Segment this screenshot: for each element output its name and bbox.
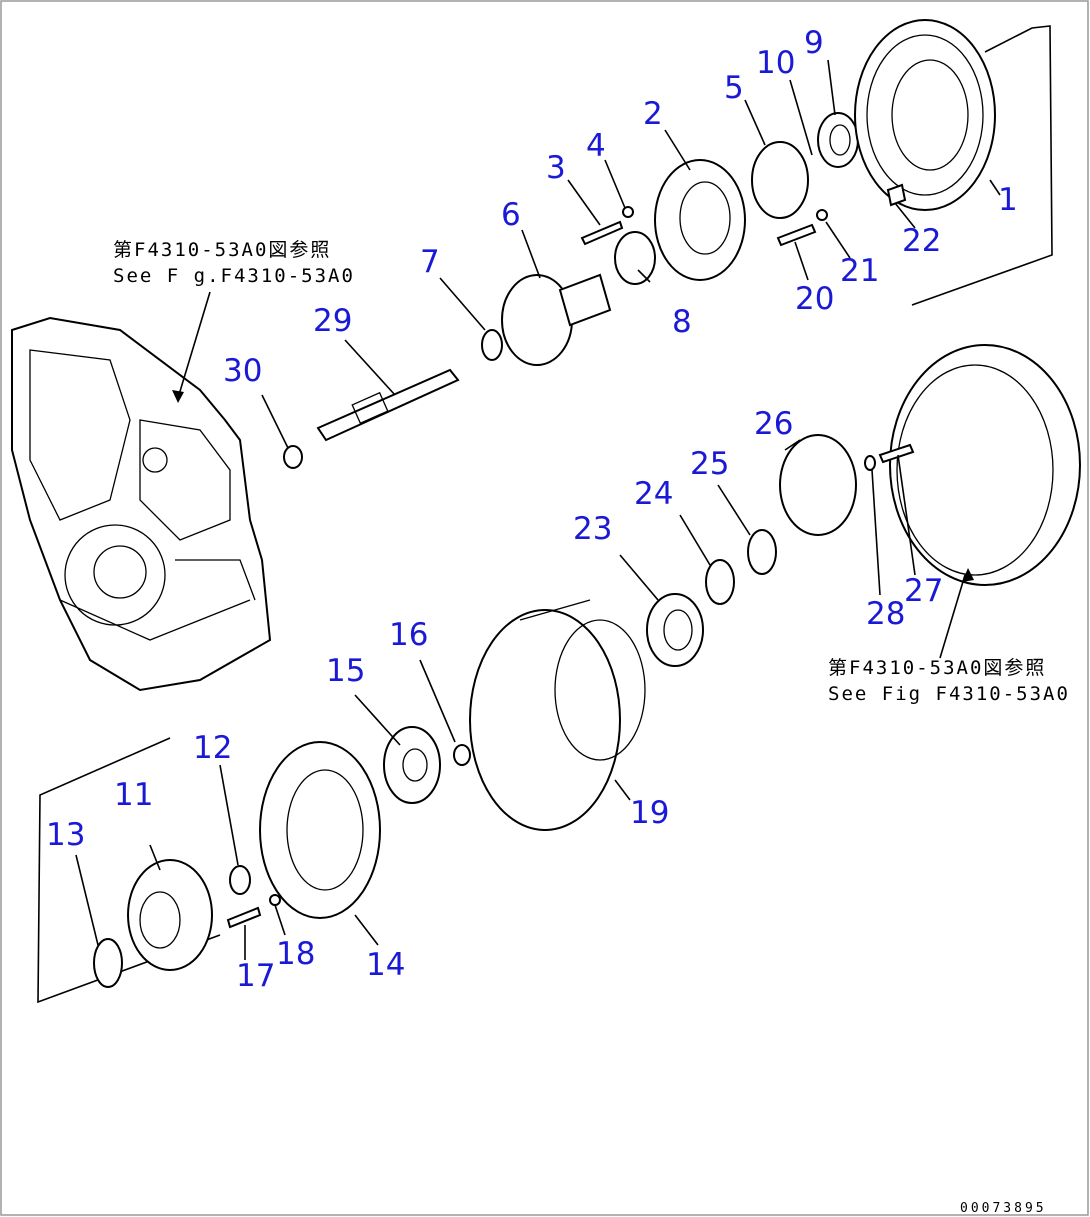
- callout-27: 27: [904, 573, 943, 609]
- callout-18: 18: [276, 936, 315, 972]
- callout-4: 4: [586, 128, 606, 164]
- snap-ring: [705, 559, 735, 605]
- snap-ring: [747, 529, 777, 575]
- cover-plate: [779, 434, 857, 536]
- callout-30: 30: [223, 353, 262, 389]
- bearing: [817, 112, 859, 168]
- callout-26: 26: [754, 406, 793, 442]
- callout-15: 15: [326, 653, 365, 689]
- callout-8: 8: [672, 304, 692, 340]
- callout-19: 19: [630, 795, 669, 831]
- reference-note-jp: 第F4310-53A0図参照: [113, 239, 331, 261]
- callout-17: 17: [236, 958, 275, 994]
- callout-3: 3: [546, 150, 566, 186]
- shaft: [316, 368, 460, 442]
- thrust-ring: [93, 938, 123, 988]
- callout-25: 25: [690, 446, 729, 482]
- sun-gear: [383, 726, 441, 804]
- bearing: [646, 593, 704, 667]
- bearing-small: [481, 329, 503, 361]
- final-drive-housing: [889, 344, 1081, 586]
- callout-13: 13: [46, 817, 85, 853]
- bevel-gear: [854, 19, 996, 211]
- carrier: [501, 273, 612, 366]
- transmission-case: [11, 316, 272, 692]
- callout-2: 2: [643, 96, 663, 132]
- washer: [269, 894, 281, 906]
- callout-16: 16: [389, 617, 428, 653]
- callout-6: 6: [501, 197, 521, 233]
- bolt: [226, 906, 262, 929]
- carrier-plate: [259, 741, 381, 919]
- group-bracket-top: [911, 25, 1053, 306]
- callout-28: 28: [866, 596, 905, 632]
- bolt: [878, 443, 915, 464]
- snap-ring: [453, 744, 471, 766]
- callout-24: 24: [634, 476, 673, 512]
- retainer-plate: [751, 141, 809, 219]
- bolt: [886, 183, 907, 207]
- bolt: [580, 220, 624, 246]
- callout-23: 23: [573, 511, 612, 547]
- ring-gear: [654, 159, 746, 281]
- reference-note-en: See F g.F4310-53A0: [113, 265, 355, 287]
- callout-9: 9: [804, 25, 824, 61]
- callout-29: 29: [313, 303, 352, 339]
- callout-22: 22: [902, 223, 941, 259]
- ring-gear-snap: [614, 231, 656, 285]
- wheel-hub: [469, 599, 646, 831]
- leader-lines: [75, 59, 1001, 960]
- callout-12: 12: [193, 730, 232, 766]
- reference-note-jp: 第F4310-53A0図参照: [828, 657, 1046, 679]
- arrowhead: [172, 390, 184, 403]
- snap-ring: [229, 865, 251, 895]
- bolt: [776, 223, 817, 247]
- callout-1: 1: [998, 182, 1018, 218]
- washer: [864, 455, 876, 471]
- group-bracket-bottom: [37, 737, 221, 1004]
- callout-10: 10: [756, 45, 795, 81]
- reference-note-en: See Fig F4310-53A0: [828, 683, 1070, 705]
- arrowhead: [962, 568, 974, 582]
- washer: [622, 206, 634, 218]
- planetary-gear: [127, 859, 213, 971]
- callout-14: 14: [366, 947, 405, 983]
- callout-7: 7: [420, 244, 440, 280]
- callout-20: 20: [795, 281, 834, 317]
- callout-21: 21: [840, 253, 879, 289]
- drawing-code: 00073895: [960, 1201, 1047, 1216]
- washer: [816, 209, 828, 221]
- snap-ring: [283, 445, 303, 469]
- callout-5: 5: [724, 70, 744, 106]
- callout-11: 11: [114, 777, 153, 813]
